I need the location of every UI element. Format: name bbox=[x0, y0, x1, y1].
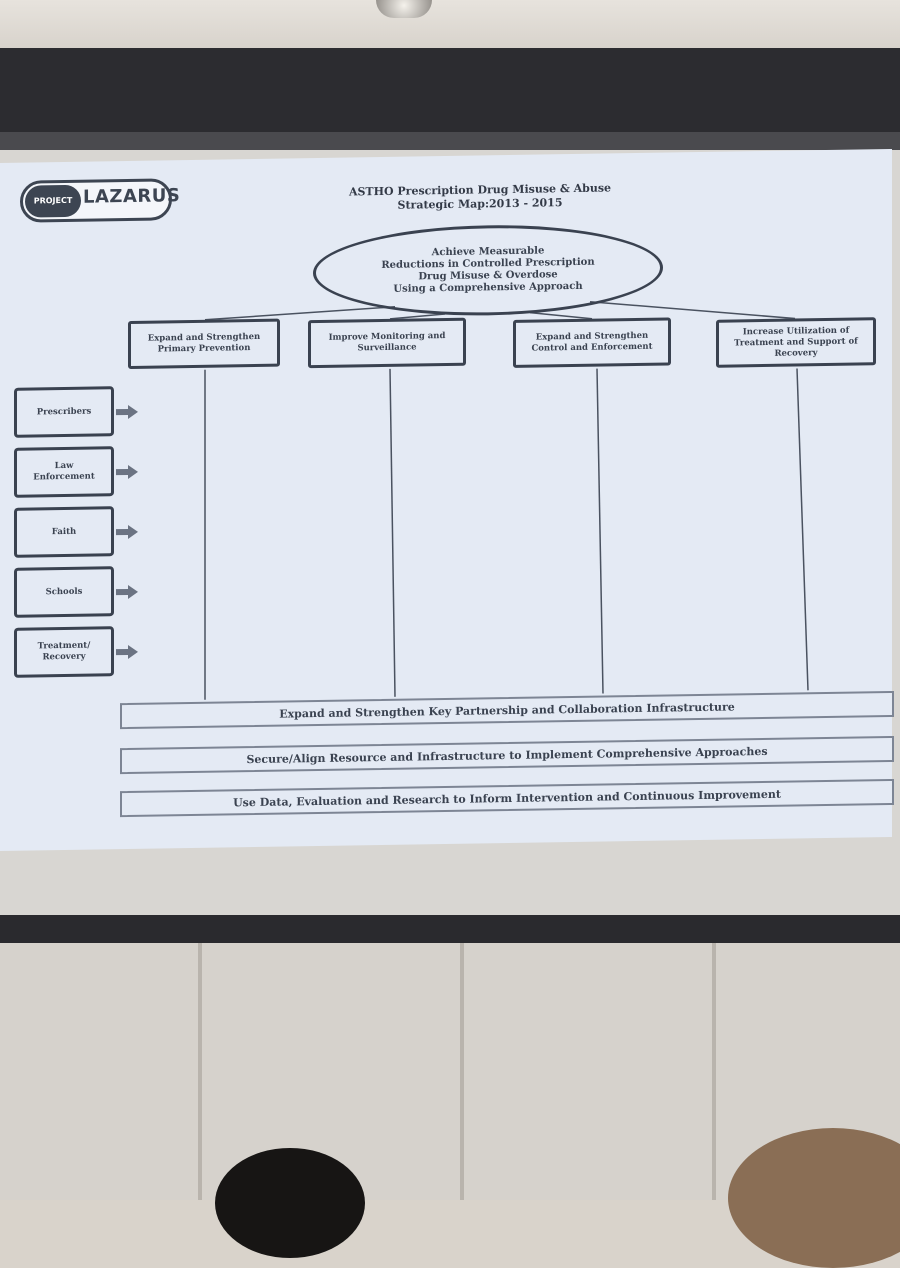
goal-text: Achieve Measurable Reductions in Control… bbox=[381, 245, 595, 295]
ceiling-light-fixture bbox=[376, 0, 432, 18]
room-ceiling bbox=[0, 0, 900, 48]
arrow-right-icon bbox=[116, 524, 138, 539]
strategy-box-enforcement: Expand and Strengthen Control and Enforc… bbox=[513, 317, 671, 368]
connector-line bbox=[596, 368, 604, 694]
audience-head bbox=[215, 1148, 365, 1258]
sector-box-treatment-recovery: Treatment/ Recovery bbox=[14, 626, 114, 678]
sector-box-schools: Schools bbox=[14, 566, 114, 618]
arrow-right-icon bbox=[116, 644, 138, 659]
connector-line bbox=[796, 368, 809, 691]
connector-line bbox=[529, 311, 593, 320]
screen-bottom-bar bbox=[0, 915, 900, 943]
wall-panel-seam bbox=[198, 943, 202, 1200]
sector-box-prescribers: Prescribers bbox=[14, 386, 114, 438]
strategy-box-prevention: Expand and Strengthen Primary Prevention bbox=[128, 318, 280, 369]
sector-box-law-enforcement: Law Enforcement bbox=[14, 446, 114, 498]
screen-housing-lip bbox=[0, 132, 900, 152]
connector-line bbox=[204, 306, 396, 321]
screen-housing bbox=[0, 48, 900, 138]
wall-panel-seam bbox=[712, 943, 716, 1200]
arrow-right-icon bbox=[116, 584, 138, 599]
arrow-right-icon bbox=[116, 464, 138, 479]
strategy-box-monitoring: Improve Monitoring and Surveillance bbox=[308, 317, 466, 369]
strategy-box-treatment: Increase Utilization of Treatment and Su… bbox=[716, 317, 876, 368]
arrow-right-icon bbox=[116, 404, 138, 419]
connector-line bbox=[589, 300, 796, 320]
connector-line bbox=[389, 368, 396, 697]
sector-box-faith: Faith bbox=[14, 506, 114, 558]
projected-slide: PROJECT LAZARUS ASTHO Prescription Drug … bbox=[0, 148, 894, 851]
wall-panel-seam bbox=[460, 943, 464, 1200]
